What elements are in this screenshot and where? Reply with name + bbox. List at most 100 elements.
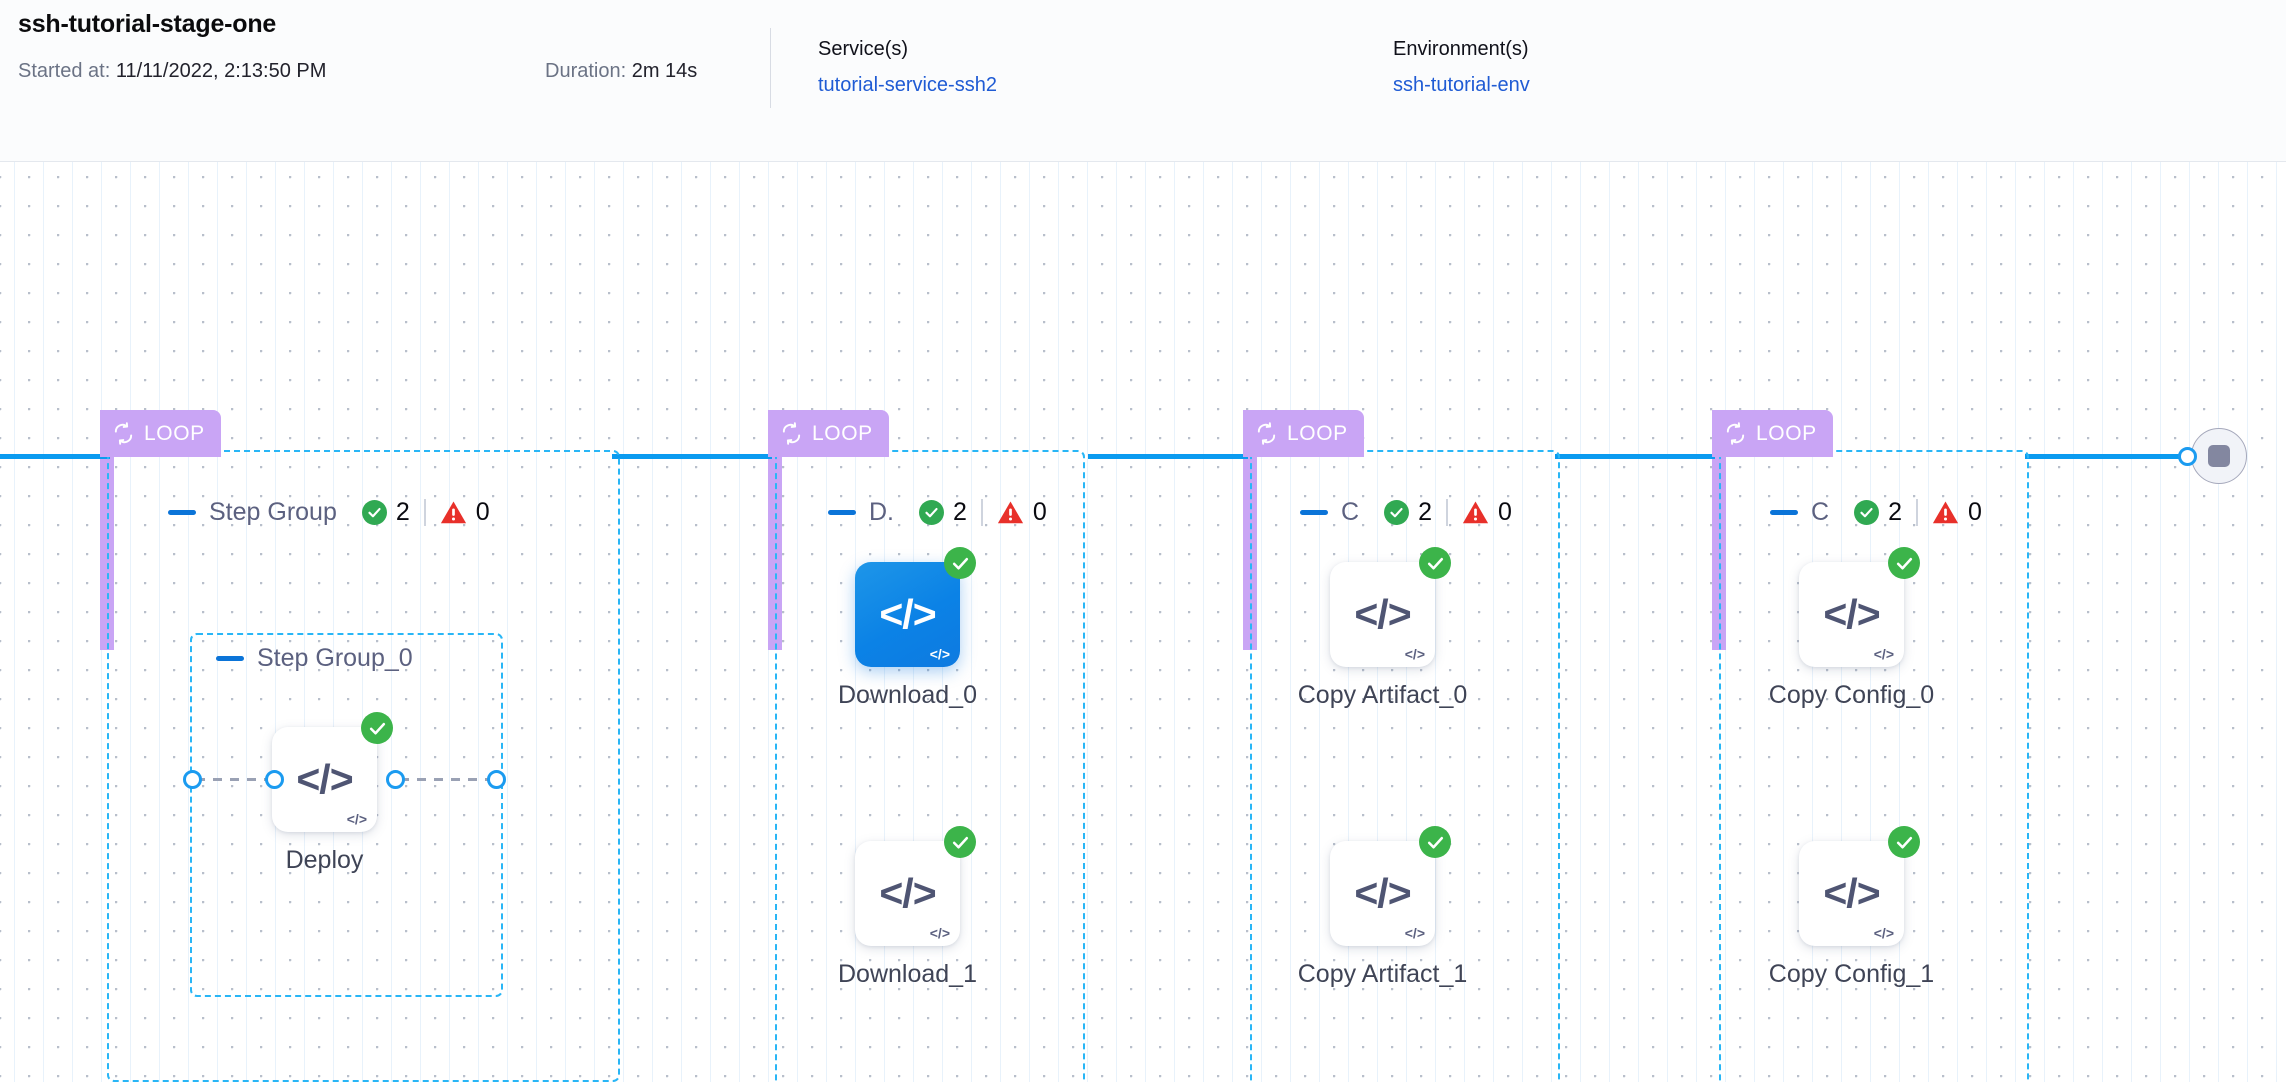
node-card-deploy[interactable]: </> </>	[272, 712, 393, 832]
started-at-row: Started at: 11/11/2022, 2:13:50 PM	[18, 60, 326, 83]
code-corner-icon: </>	[346, 811, 367, 827]
stop-square-icon	[2208, 445, 2230, 467]
node-card-copy-artifact-1[interactable]: </> </>	[1330, 826, 1451, 946]
group-box-step-group-0[interactable]	[190, 633, 503, 997]
collapse-toggle-download-group[interactable]	[828, 510, 856, 515]
node-download-1[interactable]: </> </> Download_1	[838, 826, 977, 988]
loop-badge-download-group[interactable]: LOOP	[768, 410, 889, 457]
collapse-toggle-copy-artifact-group[interactable]	[1300, 510, 1328, 515]
dash-link-left-deploy	[196, 778, 282, 781]
code-corner-icon: </>	[1404, 646, 1425, 662]
node-label-copy-config-1: Copy Config_1	[1768, 960, 1935, 988]
node-card-copy-artifact-0[interactable]: </> </>	[1330, 547, 1451, 667]
code-glyph-icon: </>	[1354, 870, 1411, 916]
node-card-copy-config-0[interactable]: </> </>	[1799, 547, 1920, 667]
environment-value-link[interactable]: ssh-tutorial-env	[1393, 74, 1530, 96]
port-end-node[interactable]	[2178, 447, 2197, 466]
code-glyph-icon: </>	[879, 591, 936, 637]
node-copy-config-1[interactable]: </> </> Copy Config_1	[1769, 826, 1934, 988]
node-card-copy-config-1[interactable]: </> </>	[1799, 826, 1920, 946]
collapse-toggle-step-group-0[interactable]	[216, 656, 244, 661]
loop-badge-step-group[interactable]: LOOP	[100, 410, 221, 457]
code-glyph-icon: </>	[1354, 591, 1411, 637]
group-box-download-group[interactable]	[775, 450, 1085, 1082]
group-counters-copy-artifact-group: 2 0	[1384, 498, 1512, 527]
connector-line-end	[2025, 454, 2190, 459]
success-count-step-group: 2	[395, 498, 410, 526]
node-card-download-0[interactable]: </> </>	[855, 547, 976, 667]
group-header-step-group-0: Step Group_0	[216, 644, 413, 673]
connector-line-2	[1088, 454, 1248, 459]
pipeline-graph-canvas[interactable]: LOOP Step Group 2 0 Step Group_0	[0, 162, 2286, 1082]
node-label-copy-artifact-1: Copy Artifact_1	[1297, 960, 1468, 988]
status-badge-success	[1888, 826, 1920, 858]
group-counters-download-group: 2 0	[919, 498, 1047, 527]
service-label: Service(s)	[818, 38, 909, 60]
port-group-right-deploy[interactable]	[487, 770, 506, 789]
node-download-0[interactable]: </> </> Download_0	[838, 547, 977, 709]
port-node-right-deploy[interactable]	[386, 770, 405, 789]
group-box-step-group[interactable]	[107, 450, 620, 1082]
connector-line-3	[1555, 454, 1715, 459]
code-corner-icon: </>	[1873, 925, 1894, 941]
port-node-left-deploy[interactable]	[265, 770, 284, 789]
status-badge-success	[944, 826, 976, 858]
success-icon	[1384, 500, 1410, 525]
counter-divider	[1445, 499, 1448, 526]
collapse-toggle-step-group[interactable]	[168, 510, 196, 515]
group-header-download-group: D. 2 0	[828, 498, 1047, 527]
node-deploy[interactable]: </> </> Deploy	[272, 712, 393, 874]
loop-badge-copy-config-group[interactable]: LOOP	[1712, 410, 1833, 457]
loop-icon	[114, 422, 133, 445]
port-group-left-deploy[interactable]	[183, 770, 202, 789]
code-glyph-icon: </>	[1823, 591, 1880, 637]
code-corner-icon: </>	[1873, 646, 1894, 662]
success-icon	[919, 500, 944, 525]
service-value-link[interactable]: tutorial-service-ssh2	[818, 74, 997, 96]
node-copy-artifact-1[interactable]: </> </> Copy Artifact_1	[1298, 826, 1467, 988]
success-count-copy-config-group: 2	[1888, 498, 1902, 526]
loop-badge-label: LOOP	[812, 421, 873, 445]
success-count-download-group: 2	[953, 498, 967, 526]
group-counters-step-group: 2 0	[361, 498, 490, 527]
node-copy-config-0[interactable]: </> </> Copy Config_0	[1769, 547, 1934, 709]
success-icon	[361, 500, 387, 525]
service-block: Service(s) tutorial-service-ssh2	[818, 38, 997, 97]
started-at-value: 11/11/2022, 2:13:50 PM	[115, 60, 327, 82]
group-box-copy-config-group[interactable]	[1719, 450, 2029, 1082]
node-copy-artifact-0[interactable]: </> </> Copy Artifact_0	[1298, 547, 1467, 709]
page-title: ssh-tutorial-stage-one	[18, 10, 277, 38]
connector-line-start	[0, 454, 110, 459]
failure-icon	[1932, 501, 1959, 524]
loop-icon	[782, 422, 801, 445]
failure-count-copy-config-group: 0	[1967, 498, 1982, 526]
counter-divider	[1915, 499, 1918, 526]
collapse-toggle-copy-config-group[interactable]	[1770, 510, 1798, 515]
group-title-download-group: D.	[869, 498, 894, 526]
loop-badge-label: LOOP	[144, 421, 205, 445]
failure-count-copy-artifact-group: 0	[1497, 498, 1512, 526]
code-corner-icon: </>	[929, 646, 950, 662]
group-box-copy-artifact-group[interactable]	[1250, 450, 1560, 1082]
group-title-step-group: Step Group	[209, 498, 337, 526]
group-title-copy-artifact-group: C	[1341, 498, 1360, 526]
failure-count-step-group: 0	[475, 498, 490, 526]
loop-icon	[1257, 422, 1276, 445]
header-divider	[770, 28, 771, 108]
loop-badge-label: LOOP	[1287, 421, 1348, 445]
node-card-download-1[interactable]: </> </>	[855, 826, 976, 946]
node-label-download-1: Download_1	[838, 960, 977, 988]
status-badge-success	[944, 547, 976, 579]
group-header-step-group: Step Group 2 0	[168, 498, 490, 527]
group-title-copy-config-group: C	[1811, 498, 1830, 526]
node-label-download-0: Download_0	[838, 681, 977, 709]
status-badge-success	[1888, 547, 1920, 579]
status-badge-success	[1419, 547, 1451, 579]
duration-row: Duration: 2m 14s	[545, 60, 697, 83]
environment-label: Environment(s)	[1393, 38, 1529, 60]
group-title-step-group-0: Step Group_0	[257, 644, 413, 672]
loop-badge-copy-artifact-group[interactable]: LOOP	[1243, 410, 1364, 457]
duration-label: Duration:	[545, 60, 627, 82]
stop-node[interactable]	[2191, 428, 2247, 484]
started-at-label: Started at:	[18, 60, 111, 82]
